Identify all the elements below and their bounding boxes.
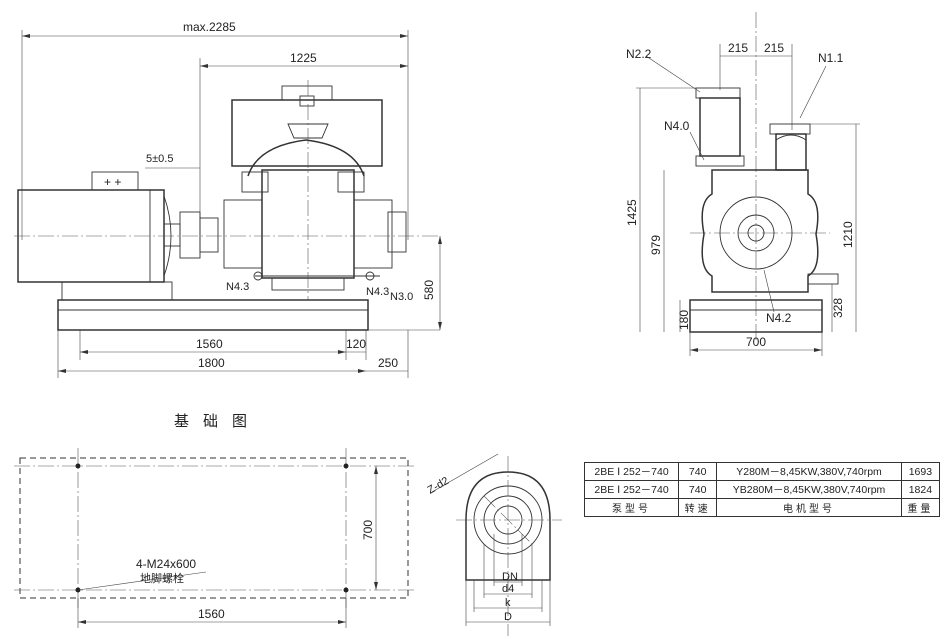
table-row: 2BE Ⅰ 252－740 740 Y280M－8,45KW,380V,740r…	[583, 462, 941, 481]
dim-1560: 1560	[196, 337, 223, 351]
side-base	[689, 299, 823, 333]
dim-250: 250	[378, 356, 398, 370]
flange-detail: Z-d2 DN d4 k D	[426, 453, 562, 636]
cell-motor: YB280M－8,45KW,380V,740rpm	[716, 480, 902, 499]
cell-weight: 1824	[900, 480, 941, 499]
label-n43-left: N4.3	[226, 281, 249, 293]
header-speed: 转速	[678, 498, 718, 517]
table-row: 2BE Ⅰ 252－740 740 YB280M－8,45KW,380V,740…	[583, 480, 941, 499]
label-d4: d4	[502, 583, 514, 595]
base-frame	[57, 299, 369, 331]
dim-1225: 1225	[290, 51, 317, 65]
cell-speed: 740	[678, 462, 718, 481]
cell-weight: 1693	[900, 462, 941, 481]
dim-1800: 1800	[198, 356, 225, 370]
side-view: 215 215 N2.2 N1.1 N4.0 N4.2 1425 979	[625, 12, 860, 356]
flange-outline	[465, 471, 551, 581]
coupling	[179, 211, 201, 259]
dim-215-right: 215	[764, 41, 784, 55]
dim-5: 5±0.5	[146, 153, 173, 165]
foundation-outline	[19, 457, 409, 599]
label-k: k	[505, 597, 511, 609]
motor-box-text: + +	[104, 175, 121, 189]
pump-body-side	[701, 169, 819, 293]
label-holes: Z-d2	[426, 475, 452, 497]
dim-1425: 1425	[625, 199, 639, 226]
bolt-label-cn: 地脚螺栓	[140, 571, 184, 585]
dim-1560-foundation: 1560	[198, 607, 225, 621]
foundation-plan: 700 1560 4-M24x600 地脚螺栓	[14, 448, 414, 628]
separator-tank	[231, 99, 383, 167]
label-n30: N3.0	[390, 291, 413, 303]
cell-pump: 2BE Ⅰ 252－740	[583, 462, 680, 481]
header-motor: 电机型号	[716, 498, 902, 517]
cell-motor: Y280M－8,45KW,380V,740rpm	[716, 462, 902, 481]
foundation-title: 基础图	[174, 412, 261, 430]
motor-terminal-box	[91, 171, 139, 191]
dim-700-side: 700	[746, 335, 766, 349]
table-header-row: 泵型号 转速 电机型号 重量	[583, 498, 941, 517]
cell-speed: 740	[678, 480, 718, 499]
dim-580: 580	[422, 280, 436, 300]
bolt-hole	[75, 463, 81, 469]
label-n42: N4.2	[766, 311, 792, 325]
dim-328: 328	[831, 298, 845, 318]
dim-max-2285: max.2285	[183, 20, 236, 34]
header-weight: 重量	[900, 498, 941, 517]
suction-pipe	[775, 133, 807, 171]
dim-700-foundation: 700	[361, 520, 375, 540]
dim-180: 180	[677, 310, 691, 330]
label-dn: DN	[502, 571, 518, 583]
cell-pump: 2BE Ⅰ 252－740	[583, 480, 680, 499]
label-n40: N4.0	[664, 119, 690, 133]
dim-1210: 1210	[841, 221, 855, 248]
label-n11: N1.1	[818, 51, 844, 65]
spec-table: 2BE Ⅰ 252－740 740 Y280M－8,45KW,380V,740r…	[583, 462, 941, 517]
label-D: D	[504, 611, 512, 623]
discharge-pipe	[699, 97, 741, 157]
dim-215-left: 215	[728, 41, 748, 55]
front-view: max.2285 1225 5±0.5 + +	[14, 20, 442, 378]
label-n43-right: N4.3	[366, 286, 389, 298]
dim-120: 120	[346, 337, 366, 351]
bolt-label: 4-M24x600	[136, 557, 196, 571]
bolt-hole	[343, 587, 349, 593]
label-n22: N2.2	[626, 47, 652, 61]
bolt-hole	[343, 463, 349, 469]
header-pump: 泵型号	[583, 498, 680, 517]
dim-979: 979	[649, 235, 663, 255]
